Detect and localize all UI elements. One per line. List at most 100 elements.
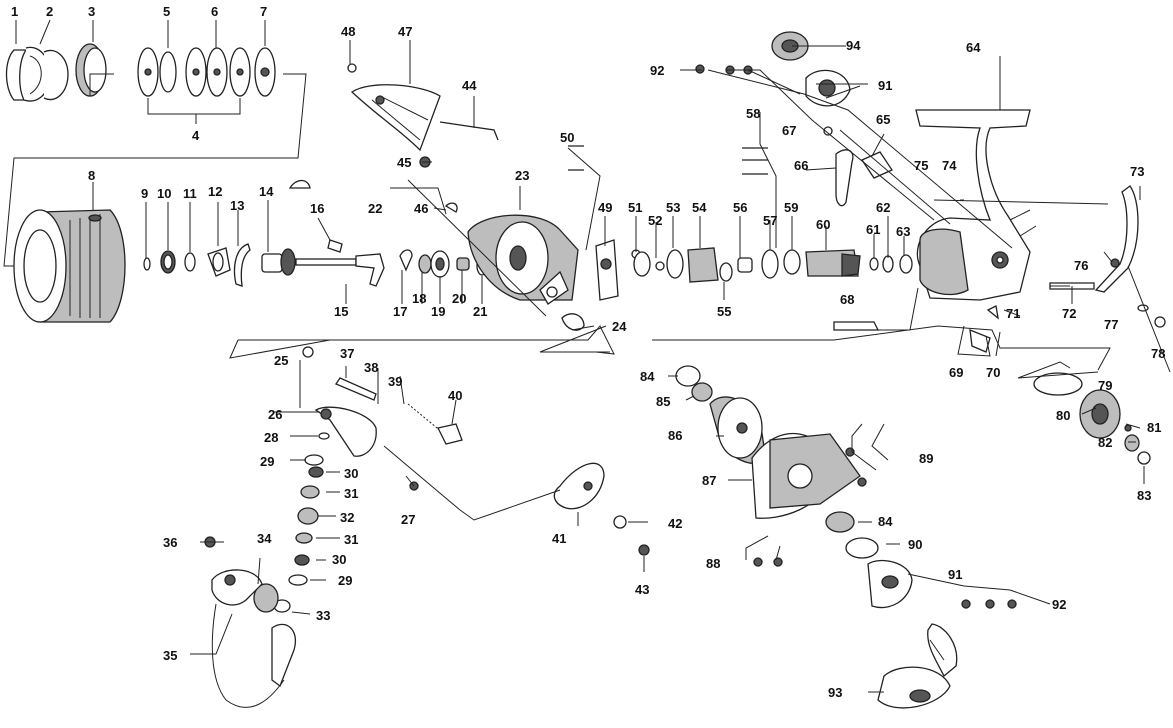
callout-59: 59 [784,200,798,215]
callout-70: 70 [986,365,1000,380]
callout-89: 89 [919,451,933,466]
callout-3: 3 [88,4,95,19]
callout-30: 30 [344,466,358,481]
callout-41: 41 [552,531,566,546]
callout-21: 21 [473,304,487,319]
pinion-parts [568,145,913,301]
callout-60: 60 [816,217,830,232]
callout-5: 5 [163,4,170,19]
callout-2: 2 [46,4,53,19]
callout-88: 88 [706,556,720,571]
callout-26: 26 [268,407,282,422]
callout-51: 51 [628,200,642,215]
gear-assembly [675,365,1017,709]
callout-91: 91 [878,78,892,93]
callout-30b: 30 [332,552,346,567]
callout-90: 90 [908,537,922,552]
callout-15: 15 [334,304,348,319]
callout-29: 29 [260,454,274,469]
callout-31: 31 [344,486,358,501]
callout-52: 52 [648,213,662,228]
callout-6: 6 [211,4,218,19]
callout-28: 28 [264,430,278,445]
callout-24: 24 [612,319,627,334]
callout-40: 40 [448,388,462,403]
callout-27: 27 [401,512,415,527]
callout-81: 81 [1147,420,1161,435]
callout-94: 94 [846,38,861,53]
callout-77: 77 [1104,317,1118,332]
callout-22: 22 [368,201,382,216]
callout-58: 58 [746,106,760,121]
callout-18: 18 [412,291,426,306]
callout-54: 54 [692,200,707,215]
callout-9: 9 [141,186,148,201]
callout-93: 93 [828,685,842,700]
callout-53: 53 [666,200,680,215]
rotor-assembly [288,63,585,331]
cover-parts [695,31,851,107]
callout-82: 82 [1098,435,1112,450]
callout-19: 19 [431,304,445,319]
callout-57: 57 [763,213,777,228]
callout-47: 47 [398,24,412,39]
callout-79: 79 [1098,378,1112,393]
callout-42: 42 [668,516,682,531]
callout-29b: 29 [338,573,352,588]
callout-36: 36 [163,535,177,550]
callout-61: 61 [866,222,880,237]
callout-56: 56 [733,200,747,215]
spool-shaft-parts [143,239,488,287]
bail-arm-assembly [204,346,650,708]
drag-washers [137,47,276,97]
callout-73: 73 [1130,164,1144,179]
callout-1: 1 [11,4,18,19]
callout-10: 10 [157,186,171,201]
callout-37: 37 [340,346,354,361]
callout-92: 92 [650,63,664,78]
callout-76: 76 [1074,258,1088,273]
callout-65: 65 [876,112,890,127]
callout-63: 63 [896,224,910,239]
callout-64: 64 [966,40,981,55]
connector-lines [3,19,1171,693]
callout-39: 39 [388,374,402,389]
callout-7: 7 [260,4,267,19]
callout-62: 62 [876,200,890,215]
callout-91b: 91 [948,567,962,582]
callout-20: 20 [452,291,466,306]
callout-84: 84 [640,369,655,384]
callout-34: 34 [257,531,272,546]
callout-50: 50 [560,130,574,145]
callout-74: 74 [942,158,957,173]
callout-78: 78 [1151,346,1165,361]
callout-49: 49 [598,200,612,215]
callout-69: 69 [949,365,963,380]
callout-11: 11 [183,186,197,201]
callout-38: 38 [364,360,378,375]
callout-75: 75 [914,158,928,173]
callout-48: 48 [341,24,355,39]
callout-33: 33 [316,608,330,623]
callout-66: 66 [794,158,808,173]
callout-71: 71 [1006,306,1020,321]
callout-31b: 31 [344,532,358,547]
callout-87: 87 [702,473,716,488]
reel-body [823,109,1037,301]
callout-labels: 1 2 3 4 5 6 7 8 9 10 11 12 13 14 15 16 1… [11,4,1165,700]
callout-84b: 84 [878,514,893,529]
callout-43: 43 [635,582,649,597]
callout-32: 32 [340,510,354,525]
callout-17: 17 [393,304,407,319]
callout-14: 14 [259,184,274,199]
callout-67: 67 [782,123,796,138]
callout-25: 25 [274,353,288,368]
callout-45: 45 [397,155,411,170]
callout-83: 83 [1137,488,1151,503]
callout-35: 35 [163,648,177,663]
callout-55: 55 [717,304,731,319]
callout-80: 80 [1056,408,1070,423]
callout-23: 23 [515,168,529,183]
drag-knob-assembly [5,43,276,102]
